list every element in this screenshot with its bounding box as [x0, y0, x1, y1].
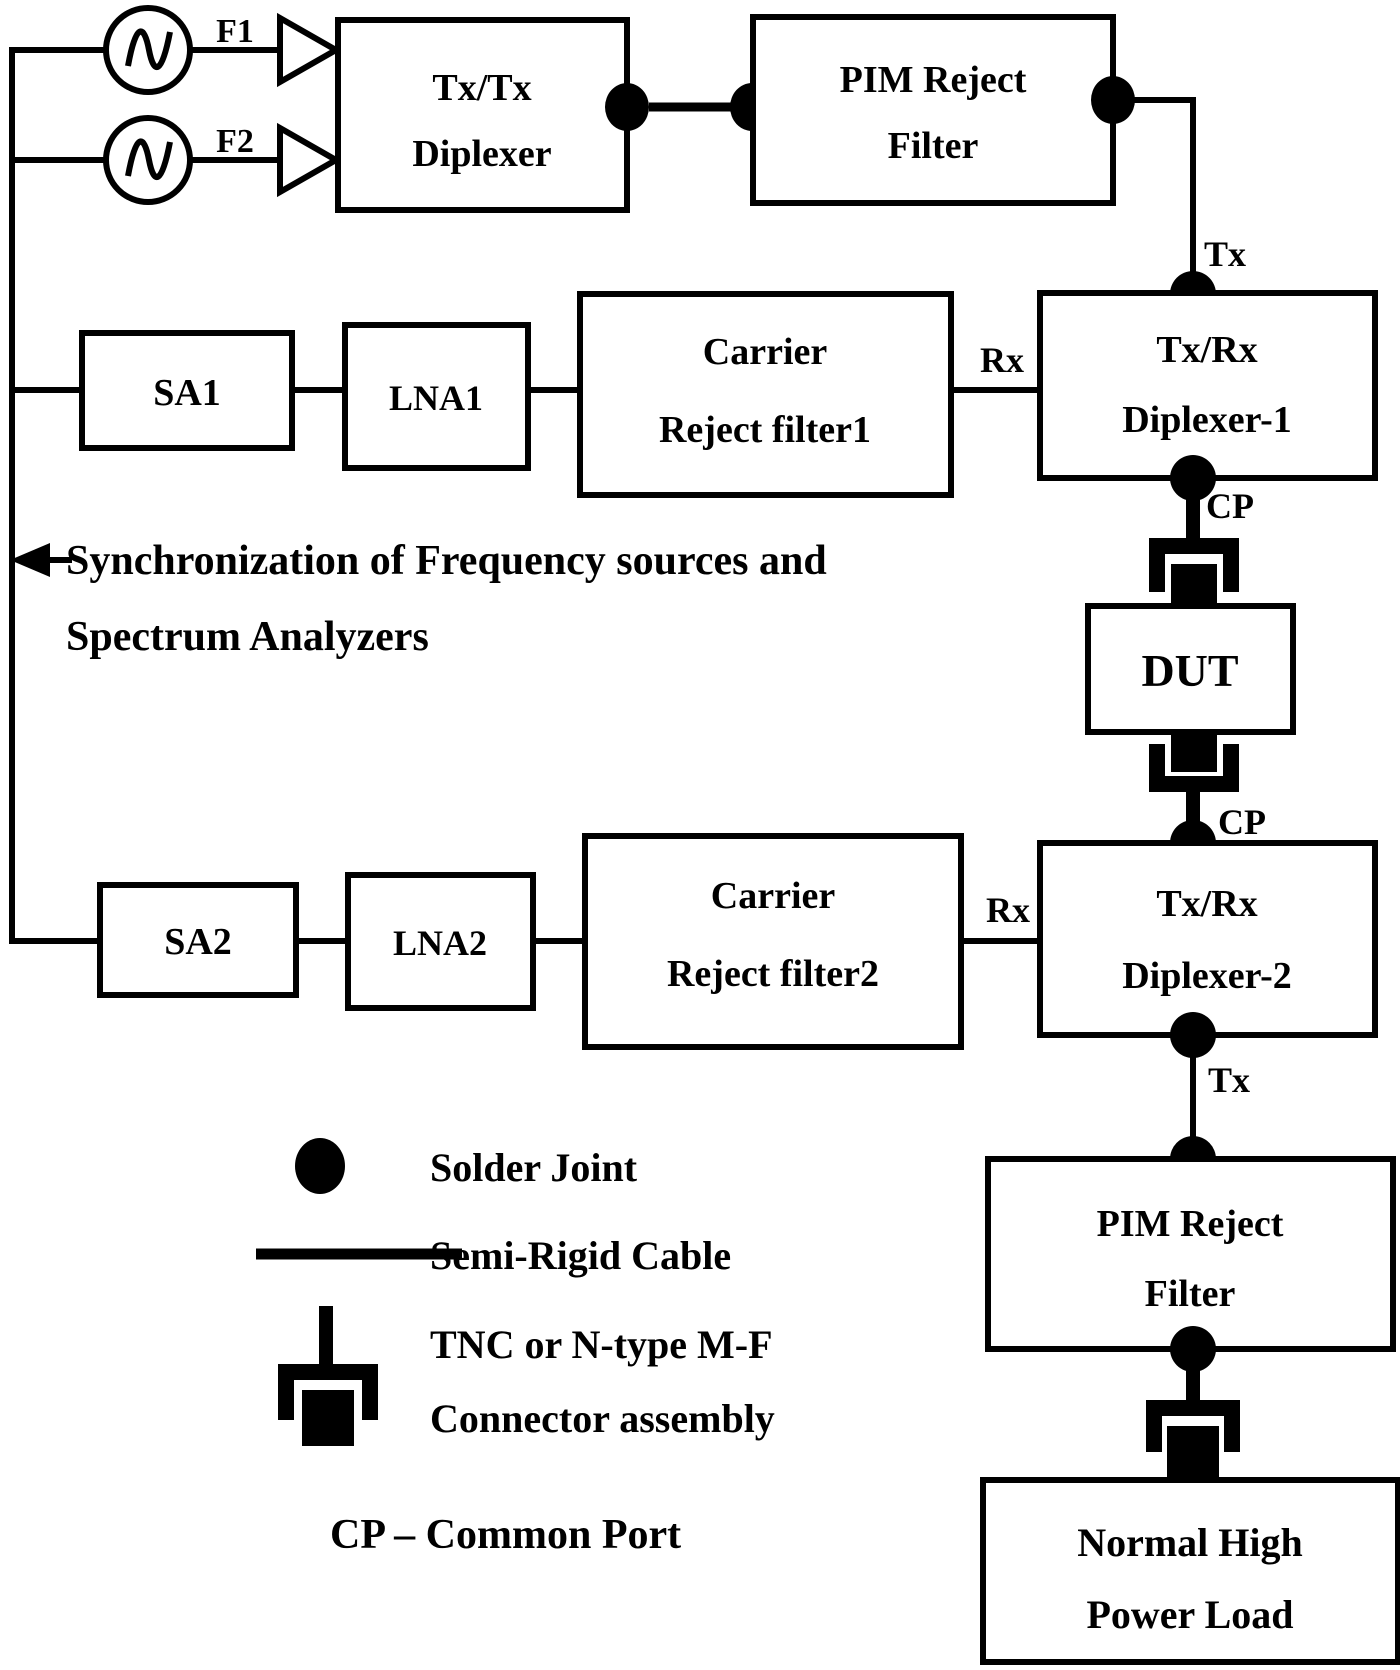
legend-connector-assembly-icon — [278, 1306, 378, 1446]
port-label-rx1: Rx — [980, 340, 1024, 380]
legend: Solder Joint Semi-Rigid Cable TNC or N-t… — [256, 1138, 775, 1558]
solder-joint-dot — [605, 83, 649, 131]
box-pim-reject-filter-bottom — [985, 1156, 1396, 1352]
sync-bus-line — [9, 47, 100, 944]
tx-tx-diplexer-line1: Tx/Tx — [432, 67, 531, 109]
legend-solder-joint-label: Solder Joint — [430, 1145, 638, 1190]
port-label-tx-bottom: Tx — [1208, 1060, 1250, 1100]
port-label-cp1: CP — [1206, 486, 1254, 526]
sync-note-line2: Spectrum Analyzers — [66, 614, 429, 660]
diplexer1-line1: Tx/Rx — [1156, 329, 1257, 371]
lna2-label: LNA2 — [393, 923, 487, 963]
box-normal-high-power-load — [980, 1477, 1400, 1665]
port-label-tx-top: Tx — [1204, 234, 1246, 274]
legend-connector-line1: TNC or N-type M-F — [430, 1322, 773, 1367]
dut-label: DUT — [1141, 645, 1238, 696]
diplexer2-line1: Tx/Rx — [1156, 883, 1257, 925]
pim-bottom-line2: Filter — [1145, 1273, 1236, 1315]
pim-top-line1: PIM Reject — [840, 59, 1027, 101]
legend-solder-joint-icon — [295, 1138, 345, 1194]
sync-note-line1: Synchronization of Frequency sources and — [66, 538, 827, 584]
wire-pim-to-diplexer1-tx — [1113, 97, 1196, 274]
sync-arrow-icon — [10, 543, 50, 577]
pim-bottom-line1: PIM Reject — [1097, 1203, 1284, 1245]
box-pim-reject-filter-top — [750, 14, 1116, 206]
box-tx-tx-diplexer — [335, 17, 630, 213]
filter1-line1: Carrier — [703, 331, 828, 373]
box-dut — [1085, 603, 1296, 735]
connector-assembly-icon — [1149, 538, 1239, 606]
filter2-line1: Carrier — [711, 875, 836, 917]
load-line2: Power Load — [1086, 1592, 1293, 1637]
label-f2: F2 — [216, 123, 254, 160]
box-carrier-reject-filter1 — [577, 291, 954, 498]
sine-wave-icon-f2 — [125, 138, 173, 181]
box-tx-rx-diplexer1 — [1037, 290, 1378, 481]
box-sa2 — [97, 882, 299, 998]
pim-top-line2: Filter — [888, 125, 979, 167]
box-tx-rx-diplexer2 — [1037, 840, 1378, 1038]
amplifier2-icon — [277, 122, 343, 198]
tx-tx-diplexer-line2: Diplexer — [412, 133, 551, 175]
connector-assembly-icon — [1146, 1400, 1240, 1480]
box-lna2 — [345, 872, 536, 1011]
legend-connector-line2: Connector assembly — [430, 1396, 775, 1441]
lna1-label: LNA1 — [389, 378, 483, 418]
connector-assembly-icon — [1149, 732, 1239, 792]
filter2-line2: Reject filter2 — [667, 953, 879, 995]
box-lna1 — [342, 322, 531, 471]
box-carrier-reject-filter2 — [582, 833, 964, 1050]
label-f1: F1 — [216, 13, 254, 50]
load-line1: Normal High — [1077, 1520, 1303, 1565]
sa2-label: SA2 — [164, 921, 232, 963]
sa1-label: SA1 — [153, 372, 221, 414]
filter1-line2: Reject filter1 — [659, 409, 871, 451]
sine-wave-icon-f1 — [125, 28, 173, 71]
port-label-cp2: CP — [1218, 802, 1266, 842]
diplexer2-line2: Diplexer-2 — [1122, 955, 1292, 997]
box-sa1 — [79, 330, 295, 451]
diplexer1-line2: Diplexer-1 — [1122, 399, 1292, 441]
port-label-rx2: Rx — [986, 890, 1030, 930]
legend-cp-note: CP – Common Port — [330, 1512, 681, 1558]
legend-semi-rigid-cable-label: Semi-Rigid Cable — [430, 1233, 731, 1278]
amplifier1-icon — [277, 12, 343, 88]
